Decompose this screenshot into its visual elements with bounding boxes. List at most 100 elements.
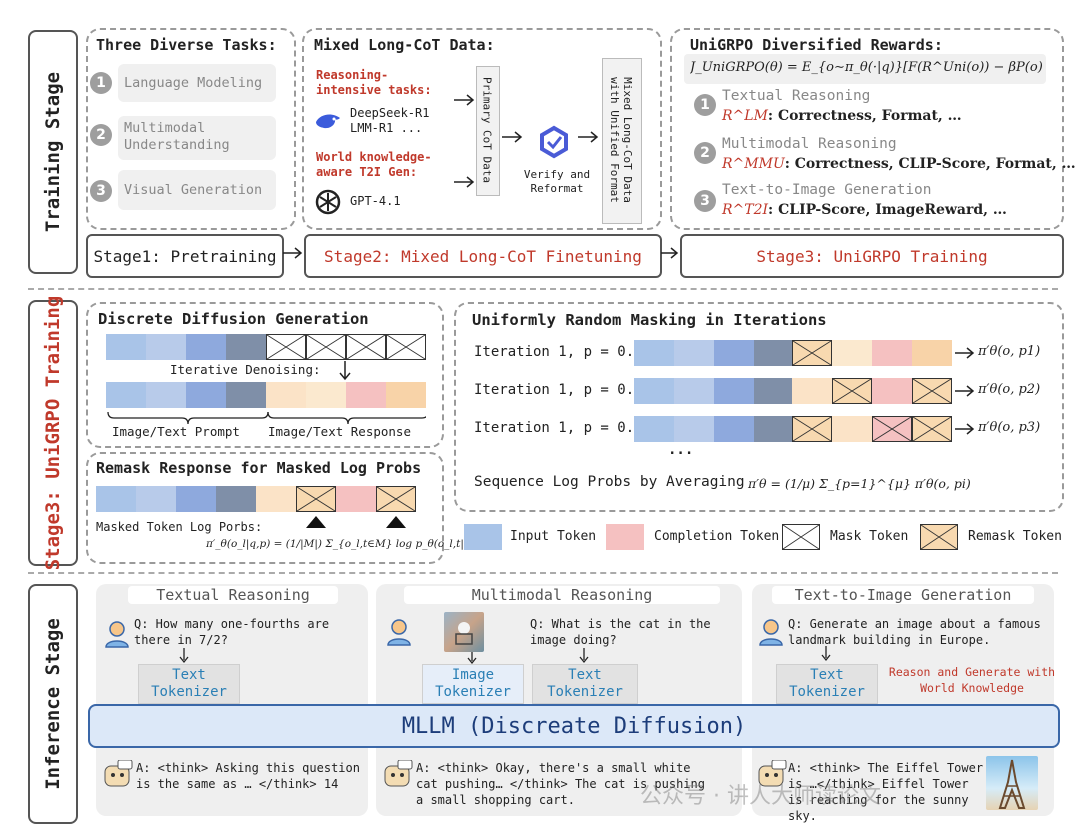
- token-input: [216, 486, 256, 512]
- remask-token-icon: [376, 486, 416, 512]
- primary-cot-box: [476, 66, 500, 196]
- world-knowledge-label: World knowledge-aware T2I Gen:: [316, 150, 432, 179]
- token-completion: [306, 382, 346, 408]
- legend-mask-icon: [782, 524, 820, 550]
- token-input: [634, 378, 674, 404]
- stage3-side-label: Stage3: UniGRPO Training: [28, 296, 78, 570]
- reward-1-line: R^LM: Correctness, Format, …: [722, 108, 962, 124]
- legend-mask: Mask Token: [830, 529, 909, 544]
- denoise-arrow-icon: [339, 361, 351, 381]
- rewards-title: UniGRPO Diversified Rewards:: [690, 36, 943, 54]
- down-arrow-icon: [579, 648, 589, 664]
- denoise-label: Iterative Denoising:: [170, 362, 321, 377]
- iter-arrow-icon: [955, 423, 975, 435]
- token-input: [226, 334, 266, 360]
- robot-icon: [104, 760, 133, 787]
- reward-formula: J_UniGRPO(θ) = E_{o∼π_θ(·|q)}[F(R^Uni(o)…: [690, 60, 1042, 75]
- mask-token-icon: [792, 340, 832, 366]
- task-language-modeling: Language Modeling: [118, 64, 276, 102]
- response-label: Image/Text Response: [268, 424, 411, 439]
- token-input: [714, 340, 754, 366]
- token-input: [674, 416, 714, 442]
- token-input: [96, 486, 136, 512]
- deepseek-logo-icon: [314, 108, 344, 132]
- verify-label: Verify and Reformat: [523, 168, 591, 195]
- watermark: 公众号 · 讲人大师读论文: [640, 784, 881, 809]
- down-arrow-icon: [821, 646, 831, 662]
- divider-2: [28, 572, 1058, 574]
- user-avatar-icon: [105, 621, 129, 648]
- mask-token-icon: [386, 334, 426, 360]
- token-completion: [832, 416, 872, 442]
- token-input: [674, 340, 714, 366]
- task-3-number: 3: [90, 180, 112, 202]
- token-completion: [256, 486, 296, 512]
- token-completion: [792, 378, 832, 404]
- verify-arrow-icon: [578, 131, 599, 143]
- token-completion: [386, 382, 426, 408]
- iter-row-3-label: Iteration 1, p = 0.75: [474, 420, 652, 436]
- t2i-answer: A: <think> The Eiffel Tower is …</think>…: [788, 761, 984, 823]
- token-input: [106, 382, 146, 408]
- task-2-number: 2: [90, 124, 112, 146]
- token-input: [186, 334, 226, 360]
- prompt-label: Image/Text Prompt: [112, 424, 240, 439]
- token-completion: [912, 340, 952, 366]
- primary-arrow-icon: [502, 131, 523, 143]
- reward-2-line: R^MMU: Correctness, CLIP-Score, Format, …: [722, 156, 1076, 172]
- down-arrow-icon: [179, 648, 189, 664]
- remask-caption: Masked Token Log Porbs:: [96, 520, 263, 534]
- stage-arrow-2-icon: [661, 247, 679, 259]
- robot-icon: [758, 760, 787, 787]
- token-input: [754, 416, 792, 442]
- iter-arrow-icon: [955, 347, 975, 359]
- remask-formula: π′_θ(o_l|q,p) = (1/|M|) Σ_{o_l,t∈M} log …: [206, 538, 475, 550]
- inference-stage-label: Inference Stage: [28, 584, 78, 824]
- token-completion: [336, 486, 376, 512]
- token-input: [106, 334, 146, 360]
- token-completion: [832, 340, 872, 366]
- primary-cot-label: Primary CoT Data: [480, 77, 494, 183]
- eiffel-tower-image: [986, 756, 1038, 810]
- token-completion: [872, 340, 912, 366]
- legend-completion-swatch: [606, 524, 644, 550]
- token-input: [146, 382, 186, 408]
- t2i-panel-title: Text-to-Image Generation: [772, 586, 1034, 604]
- pointer-triangle-icon: [386, 516, 406, 528]
- token-input: [674, 378, 714, 404]
- stage3-box: Stage3: UniGRPO Training: [680, 234, 1064, 278]
- tasks-title: Three Diverse Tasks:: [96, 36, 277, 54]
- text-tokenizer-box: Text Tokenizer: [776, 664, 878, 704]
- token-completion: [266, 382, 306, 408]
- textual-question: Q: How many one-fourths are there in 7/2…: [134, 617, 330, 647]
- iter-row-2-out: π′θ(o, p2): [978, 382, 1041, 397]
- divider-1: [28, 288, 1058, 290]
- diffusion-panel: [86, 302, 444, 448]
- token-input: [714, 378, 754, 404]
- legend-input: Input Token: [510, 529, 597, 544]
- openai-logo-icon: [314, 188, 342, 216]
- mask-token-icon: [832, 378, 872, 404]
- reward-formula-box: [684, 54, 1046, 84]
- iter-row-1-label: Iteration 1, p = 0.25: [474, 344, 652, 360]
- mixed-data-title: Mixed Long-CoT Data:: [314, 36, 495, 54]
- legend-remask: Remask Token: [968, 529, 1062, 544]
- text-tokenizer-box: Text Tokenizer: [138, 664, 240, 704]
- mask-token-icon: [346, 334, 386, 360]
- stage-arrow-1-icon: [283, 247, 303, 259]
- legend-completion: Completion Token: [654, 529, 780, 544]
- stage2-box: Stage2: Mixed Long-CoT Finetuning: [304, 234, 662, 278]
- reward-1-number: 1: [694, 94, 716, 116]
- legend-input-swatch: [464, 524, 502, 550]
- source-arrows-icon: [454, 94, 475, 188]
- mllm-bar: MLLM (Discreate Diffusion): [88, 704, 1060, 748]
- reward-2-name: Multimodal Reasoning: [722, 136, 897, 152]
- remask-token-icon: [296, 486, 336, 512]
- user-avatar-icon: [759, 619, 783, 646]
- token-completion: [872, 378, 912, 404]
- pointer-triangle-icon: [306, 516, 326, 528]
- mask-token-icon: [306, 334, 346, 360]
- token-input: [186, 382, 226, 408]
- avg-formula: π′θ = (1/μ) Σ_{p=1}^{μ} π′θ(o, pi): [748, 476, 971, 491]
- stage1-box: Stage1: Pretraining: [86, 234, 284, 278]
